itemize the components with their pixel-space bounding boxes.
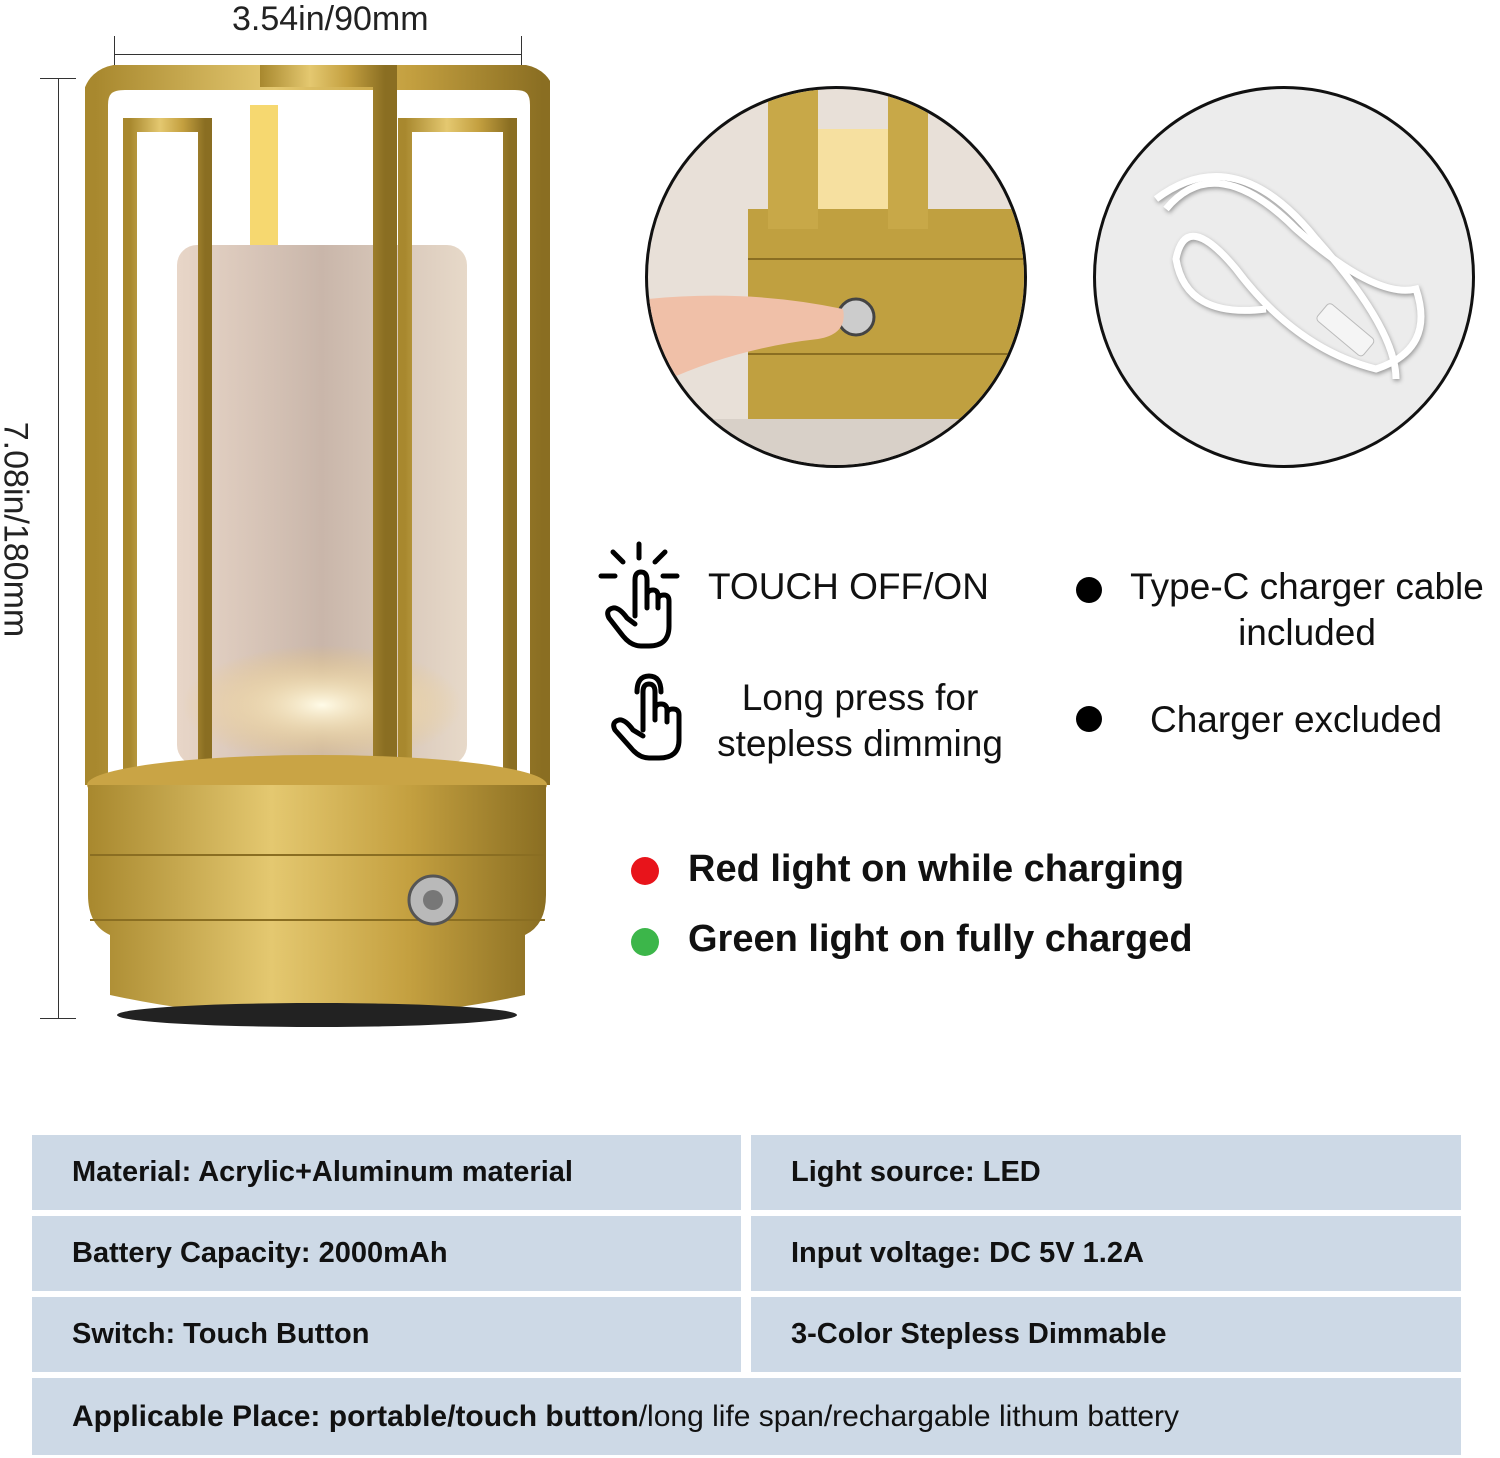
cable-line-2: included (1238, 612, 1376, 653)
long-press-hand-icon (607, 670, 687, 762)
bullet-icon (1076, 706, 1102, 732)
width-dimension-label: 3.54in/90mm (232, 0, 429, 38)
green-dot-icon (631, 928, 659, 956)
height-tick-top (40, 78, 76, 79)
long-press-line-1: Long press for (741, 677, 979, 718)
usb-cable-image (1093, 86, 1475, 468)
cable-line-1: Type-C charger cable (1130, 566, 1484, 607)
width-tick-left (114, 36, 115, 72)
red-light-label: Red light on while charging (688, 848, 1185, 890)
bullet-icon (1076, 577, 1102, 603)
applicable-rest-text: /long life span/rechargable lithum batte… (638, 1399, 1180, 1433)
spec-dimmable: 3-Color Stepless Dimmable (751, 1297, 1461, 1372)
width-tick-right (521, 36, 522, 72)
green-light-label: Green light on fully charged (688, 918, 1193, 960)
height-tick-bottom (40, 1018, 76, 1019)
touch-button-closeup-image (645, 86, 1027, 468)
spec-voltage: Input voltage: DC 5V 1.2A (751, 1216, 1461, 1291)
applicable-bold-text: Applicable Place: portable/touch button (72, 1399, 639, 1433)
touch-on-off-label: TOUCH OFF/ON (708, 566, 989, 607)
spec-battery: Battery Capacity: 2000mAh (32, 1216, 741, 1291)
spec-material: Material: Acrylic+Aluminum material (32, 1135, 741, 1210)
red-dot-icon (631, 857, 659, 885)
spec-light-source: Light source: LED (751, 1135, 1461, 1210)
long-press-line-2: stepless dimming (717, 723, 1003, 764)
spec-switch: Switch: Touch Button (32, 1297, 741, 1372)
height-dimension-line (58, 78, 59, 1018)
spec-applicable-place: Applicable Place: portable/touch button/… (32, 1378, 1461, 1455)
tap-hand-icon (597, 538, 681, 650)
lamp-product-image (82, 63, 556, 1030)
long-press-label: Long press for stepless dimming (700, 675, 1020, 767)
charger-excluded-label: Charger excluded (1150, 699, 1443, 740)
cable-included-label: Type-C charger cable included (1112, 564, 1500, 656)
width-dimension-line (114, 54, 522, 55)
height-dimension-label: 7.08in/180mm (0, 421, 35, 638)
